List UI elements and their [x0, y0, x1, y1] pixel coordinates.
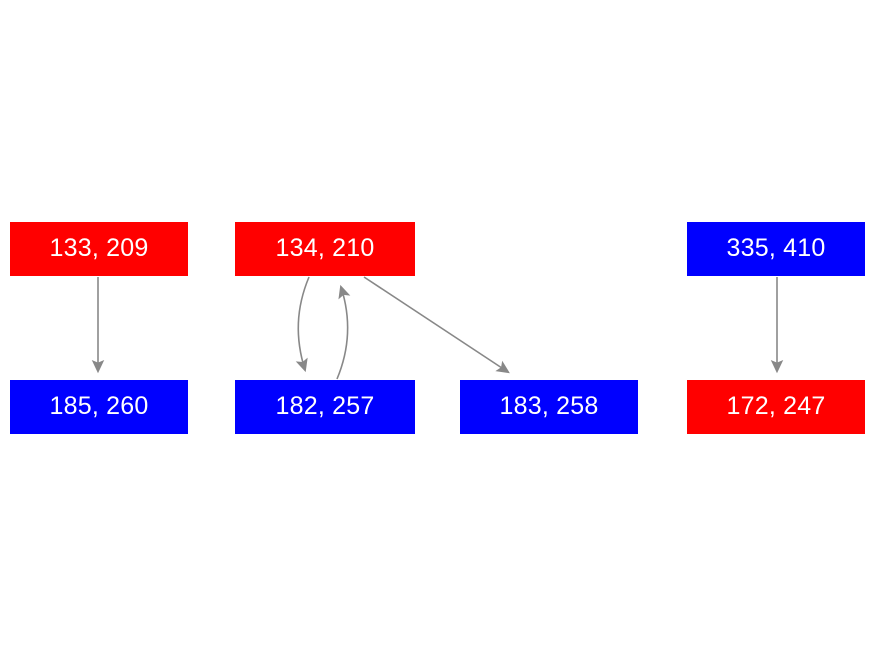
node-label: 182, 257 [275, 391, 375, 420]
graph-node-182-257[interactable]: 182, 257 [235, 380, 415, 434]
node-label: 335, 410 [726, 233, 826, 262]
graph-node-134-210[interactable]: 134, 210 [235, 222, 415, 276]
node-label: 133, 209 [49, 233, 149, 262]
graph-node-185-260[interactable]: 185, 260 [10, 380, 188, 434]
graph-node-335-410[interactable]: 335, 410 [687, 222, 865, 276]
node-label: 172, 247 [726, 391, 826, 420]
graph-node-183-258[interactable]: 183, 258 [460, 380, 638, 434]
edge-134-210-to-182-257 [295, 276, 310, 373]
node-label: 183, 258 [499, 391, 599, 420]
node-label: 185, 260 [49, 391, 149, 420]
node-label: 134, 210 [275, 233, 375, 262]
graph-node-172-247[interactable]: 172, 247 [687, 380, 865, 434]
edge-134-210-to-183-258 [363, 276, 510, 374]
edge-182-257-to-134-210 [336, 284, 351, 380]
graph-node-133-209[interactable]: 133, 209 [10, 222, 188, 276]
